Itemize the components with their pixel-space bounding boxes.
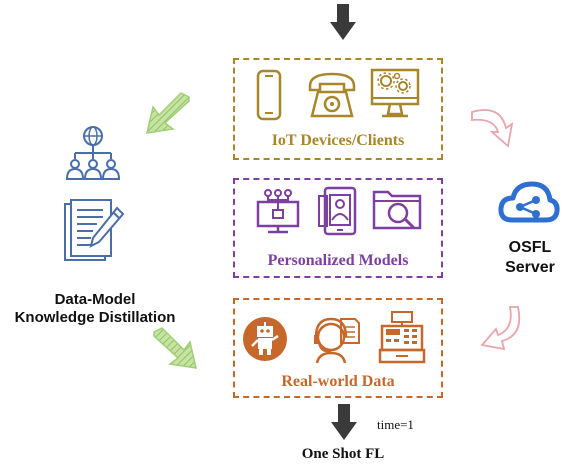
iot-devices-label: IoT Devices/Clients bbox=[271, 132, 405, 149]
osfl-server-label: OSFL Server bbox=[494, 238, 566, 278]
personalized-models-box: Personalized Models bbox=[233, 178, 443, 278]
monitor-network-icon bbox=[256, 189, 300, 234]
robot-icon bbox=[243, 317, 287, 361]
bottom-down-arrow-icon bbox=[331, 404, 357, 440]
headset-agent-icon bbox=[314, 317, 360, 364]
distillation-line-1: Data-Model bbox=[54, 291, 136, 308]
pink-curved-arrow-bottom-icon bbox=[480, 306, 521, 351]
pink-curved-arrow-top-icon bbox=[471, 109, 514, 148]
osfl-server-line-1: OSFL bbox=[508, 239, 552, 256]
iot-devices-box: IoT Devices/Clients bbox=[233, 58, 443, 160]
cash-register-icon bbox=[378, 311, 426, 364]
smartphone-icon bbox=[256, 69, 282, 121]
green-arrow-down-left-icon bbox=[146, 92, 190, 134]
green-arrow-down-right-icon bbox=[153, 327, 197, 369]
folder-search-icon bbox=[372, 190, 422, 230]
real-world-data-label: Real-world Data bbox=[281, 373, 395, 390]
org-chart-globe-icon bbox=[65, 126, 121, 180]
document-edit-icon bbox=[64, 199, 125, 261]
one-shot-fl-label: One Shot FL bbox=[301, 446, 385, 462]
real-world-data-box: Real-world Data bbox=[233, 298, 443, 398]
osfl-server-line-2: Server bbox=[505, 259, 555, 276]
distillation-label: Data-Model Knowledge Distillation bbox=[0, 291, 190, 327]
distillation-line-2: Knowledge Distillation bbox=[14, 309, 176, 326]
computer-gears-icon bbox=[370, 68, 420, 118]
cloud-share-icon bbox=[498, 181, 560, 223]
telephone-icon bbox=[308, 72, 356, 118]
time-label: time=1 bbox=[377, 417, 414, 432]
top-down-arrow-icon bbox=[330, 4, 356, 40]
personalized-models-label: Personalized Models bbox=[267, 252, 409, 269]
tablet-user-icon bbox=[318, 186, 357, 236]
